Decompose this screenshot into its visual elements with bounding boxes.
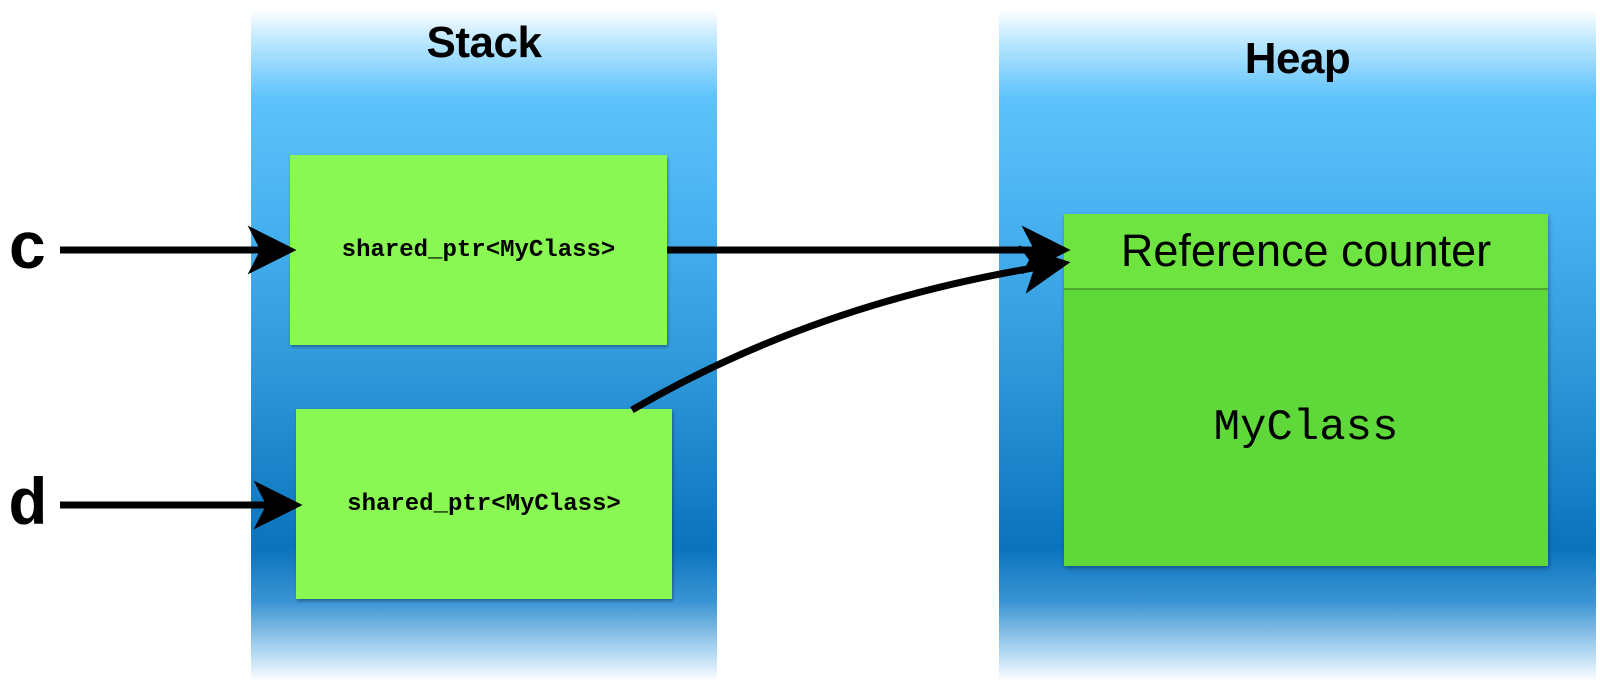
heap-object: Reference counter MyClass [1064,214,1548,566]
shared-ptr-box-d: shared_ptr<MyClass> [296,409,672,599]
heap-title: Heap [1244,34,1351,83]
stack-title: Stack [426,18,542,67]
reference-counter: Reference counter [1064,214,1548,290]
shared-ptr-box-c: shared_ptr<MyClass> [290,155,667,345]
variable-d-label: d [8,469,48,544]
arrow-ptr-d-to-counter [630,245,1071,414]
variable-c-label: c [8,213,48,288]
myclass-object: MyClass [1213,403,1399,453]
